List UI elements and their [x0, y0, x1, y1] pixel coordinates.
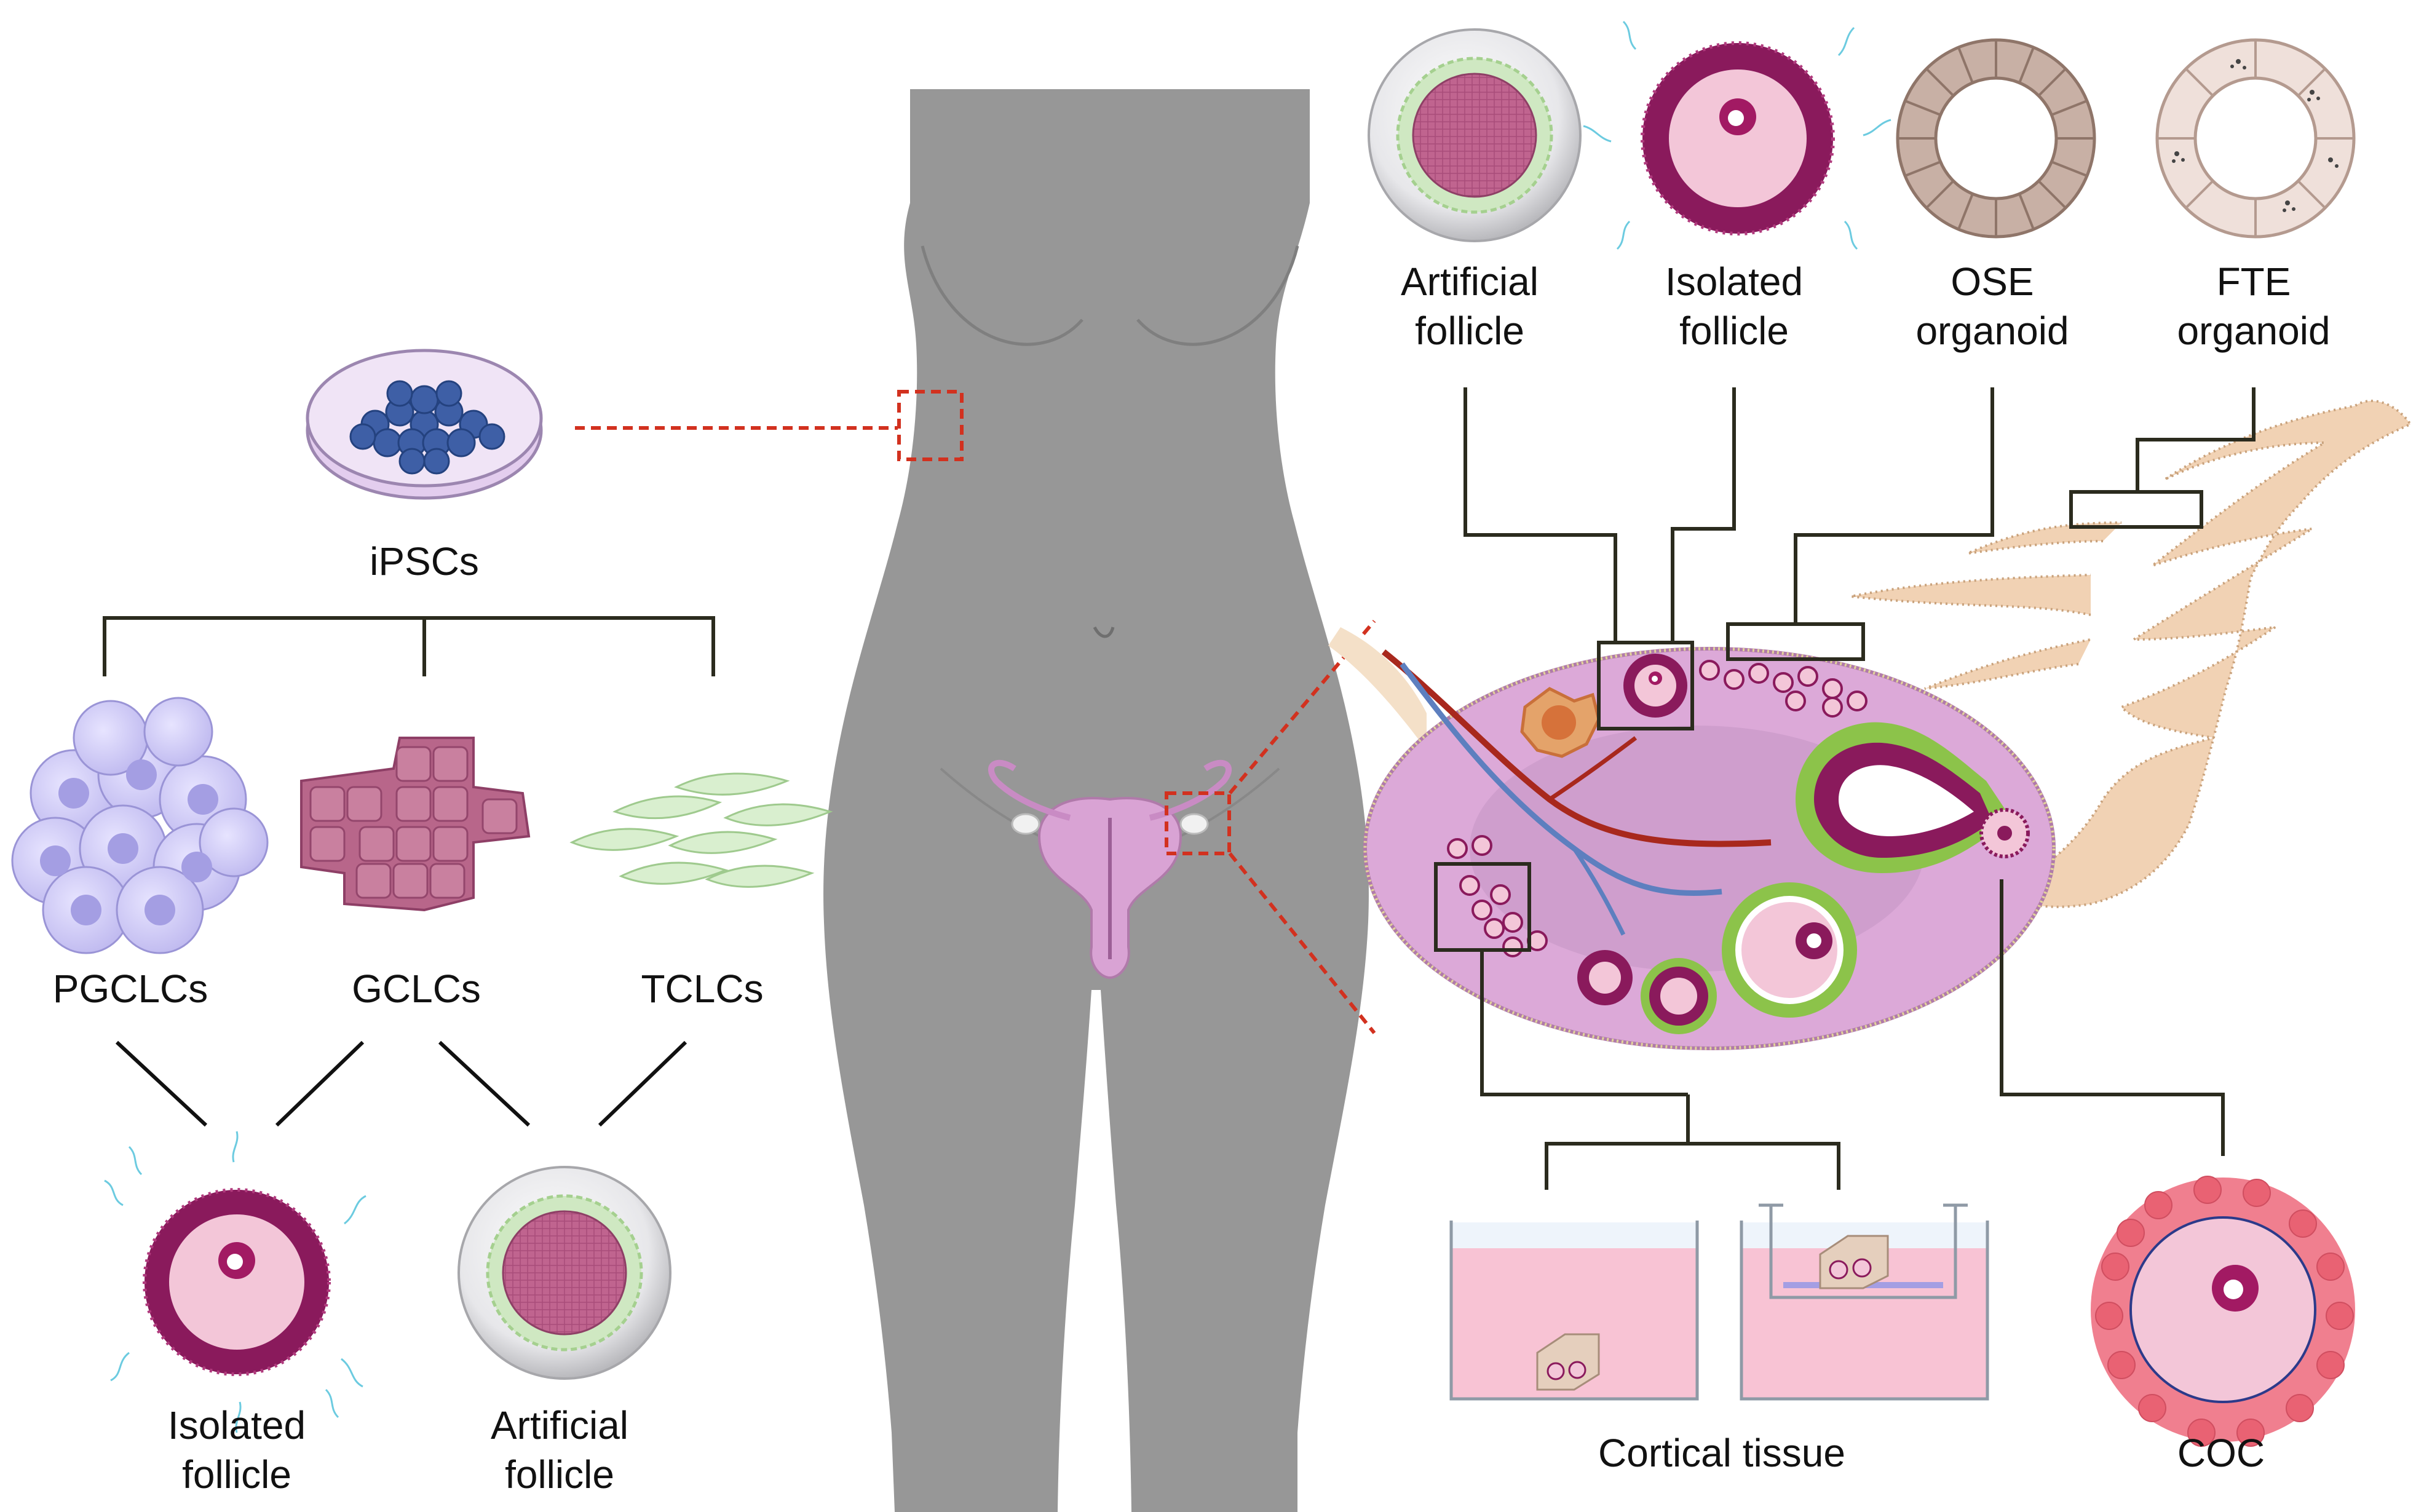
- label-top-artificial-1: Artificial: [1401, 259, 1539, 304]
- label-pgclcs: PGCLCs: [53, 967, 208, 1011]
- label-ose-1: OSE: [1951, 259, 2034, 304]
- label-left-artificial-1: Artificial: [491, 1403, 628, 1447]
- label-left-isolated-2: follicle: [182, 1452, 291, 1497]
- fallopian-tube-fimbriae: [1850, 399, 2412, 908]
- label-ose-2: organoid: [1915, 309, 2069, 353]
- label-fte-2: organoid: [2177, 309, 2330, 353]
- label-top-isolated-1: Isolated: [1665, 259, 1803, 304]
- label-gclcs: GCLCs: [352, 967, 481, 1011]
- ose-organoid-icon: [1896, 38, 2096, 239]
- label-top-artificial-2: follicle: [1415, 309, 1524, 353]
- zoom-box-ovary: [1165, 791, 1231, 855]
- bracket-ipscs: [103, 616, 715, 676]
- transwell-insert-icon: [1740, 1203, 1989, 1401]
- artificial-follicle-icon-top: [1368, 28, 1582, 242]
- zoom-line-ovary-top: [1228, 620, 1376, 794]
- label-coc: COC: [2177, 1431, 2265, 1475]
- isolated-follicle-icon-top: [1583, 20, 1891, 250]
- ovary-cross-section: [1328, 627, 2056, 1050]
- isolated-follicle-icon: [104, 1131, 366, 1433]
- pgclc-cluster-icon: [11, 697, 269, 954]
- artificial-follicle-icon: [457, 1166, 671, 1380]
- label-left-artificial-2: follicle: [505, 1452, 614, 1497]
- tclc-spindle-icon: [569, 772, 833, 888]
- label-cortical-tissue: Cortical tissue: [1598, 1431, 1845, 1475]
- fte-organoid-icon: [2155, 38, 2356, 239]
- gclc-sheet-icon: [300, 737, 531, 912]
- label-tclcs: TCLCs: [641, 967, 763, 1011]
- uterus-icon: [988, 759, 1232, 980]
- petri-dish-icon: [306, 349, 543, 500]
- connector-ovary-top: [1434, 387, 2256, 1190]
- zoom-box-abdomen: [897, 390, 964, 461]
- label-fte-1: FTE: [2217, 259, 2291, 304]
- label-top-isolated-2: follicle: [1679, 309, 1789, 353]
- label-ipscs: iPSCs: [370, 539, 479, 584]
- zoom-line-ovary-bottom: [1228, 852, 1376, 1034]
- label-left-isolated-1: Isolated: [168, 1403, 306, 1447]
- culture-well-icon: [1449, 1221, 1699, 1401]
- connector-cells-to-follicles: [115, 1040, 687, 1127]
- coc-icon: [2091, 1176, 2355, 1447]
